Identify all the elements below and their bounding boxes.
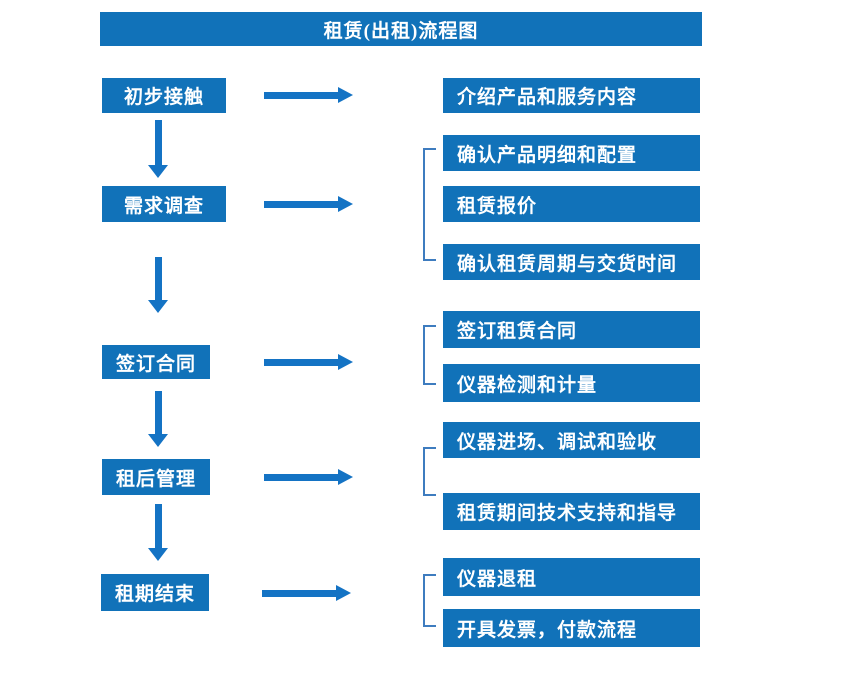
step-box-demand-survey: 需求调查 bbox=[102, 186, 226, 222]
detail-label: 签订租赁合同 bbox=[457, 321, 578, 342]
arrow-shaft bbox=[264, 91, 338, 99]
arrow-shaft bbox=[154, 391, 162, 434]
step-label: 租期结束 bbox=[114, 584, 195, 605]
group-bracket-icon bbox=[423, 325, 436, 385]
arrow-head bbox=[338, 354, 353, 370]
detail-label: 介绍产品和服务内容 bbox=[457, 87, 638, 108]
step-label: 签订合同 bbox=[115, 353, 196, 375]
detail-label: 租赁报价 bbox=[457, 195, 538, 217]
arrow-shaft bbox=[264, 200, 338, 208]
down-arrow-icon bbox=[148, 504, 168, 561]
arrow-head bbox=[148, 434, 168, 447]
step-box-rental-end: 租期结束 bbox=[101, 574, 209, 611]
detail-label: 开具发票，付款流程 bbox=[457, 619, 638, 641]
step-label: 租后管理 bbox=[115, 468, 196, 490]
step-label: 需求调查 bbox=[123, 195, 204, 217]
step-label: 初步接触 bbox=[123, 87, 204, 108]
detail-box-confirm-period-delivery: 确认租赁周期与交货时间 bbox=[443, 244, 700, 280]
detail-box-invoice-payment: 开具发票，付款流程 bbox=[443, 609, 700, 647]
arrow-shaft bbox=[262, 589, 336, 597]
detail-label: 确认产品明细和配置 bbox=[457, 144, 638, 166]
detail-label: 仪器检测和计量 bbox=[457, 374, 598, 396]
flowchart-title-bar: 租赁(出租)流程图 bbox=[100, 12, 702, 46]
arrow-shaft bbox=[154, 504, 162, 548]
detail-box-rental-quote: 租赁报价 bbox=[443, 186, 700, 222]
arrow-shaft bbox=[154, 257, 162, 300]
right-arrow-icon bbox=[264, 354, 353, 370]
right-arrow-icon bbox=[264, 87, 353, 103]
step-box-initial-contact: 初步接触 bbox=[102, 78, 226, 113]
arrow-head bbox=[148, 548, 168, 561]
detail-label: 仪器退租 bbox=[457, 568, 538, 590]
right-arrow-icon bbox=[264, 196, 353, 212]
detail-box-tech-support: 租赁期间技术支持和指导 bbox=[443, 493, 700, 530]
group-bracket-icon bbox=[423, 574, 436, 627]
down-arrow-icon bbox=[148, 120, 168, 178]
group-bracket-icon bbox=[423, 447, 436, 496]
detail-label: 租赁期间技术支持和指导 bbox=[457, 503, 678, 524]
arrow-shaft bbox=[154, 120, 162, 165]
right-arrow-icon bbox=[264, 469, 353, 485]
step-box-post-rental-management: 租后管理 bbox=[102, 459, 210, 495]
flowchart-title: 租赁(出租)流程图 bbox=[323, 20, 479, 42]
detail-box-instrument-setup-acceptance: 仪器进场、调试和验收 bbox=[443, 422, 700, 458]
detail-label: 仪器进场、调试和验收 bbox=[457, 431, 658, 453]
detail-box-instrument-return: 仪器退租 bbox=[443, 558, 700, 596]
right-arrow-icon bbox=[262, 585, 351, 601]
arrow-head bbox=[148, 300, 168, 313]
detail-box-sign-rental-contract: 签订租赁合同 bbox=[443, 311, 700, 348]
arrow-head bbox=[338, 87, 353, 103]
arrow-head bbox=[338, 196, 353, 212]
detail-box-instrument-testing: 仪器检测和计量 bbox=[443, 364, 700, 402]
arrow-shaft bbox=[264, 358, 338, 366]
arrow-head bbox=[148, 165, 168, 178]
detail-box-confirm-product-config: 确认产品明细和配置 bbox=[443, 135, 700, 171]
arrow-head bbox=[338, 469, 353, 485]
step-box-sign-contract: 签订合同 bbox=[102, 345, 210, 379]
arrow-head bbox=[336, 585, 351, 601]
group-bracket-icon bbox=[423, 148, 436, 261]
arrow-shaft bbox=[264, 473, 338, 481]
detail-box-introduce-products: 介绍产品和服务内容 bbox=[443, 78, 700, 113]
down-arrow-icon bbox=[148, 391, 168, 447]
down-arrow-icon bbox=[148, 257, 168, 313]
detail-label: 确认租赁周期与交货时间 bbox=[457, 253, 678, 275]
